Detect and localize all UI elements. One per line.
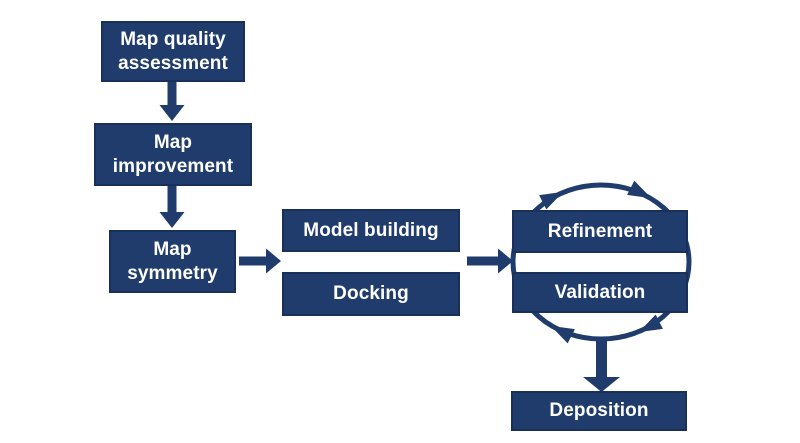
- down-arrow-icon: [159, 186, 185, 228]
- cycle-arrowhead-top-right-icon: [627, 180, 652, 199]
- right-arrow-icon: [239, 248, 281, 274]
- node-map-improvement: Map improvement: [94, 123, 252, 186]
- down-arrow-icon: [583, 340, 620, 392]
- cycle-ellipse: [510, 182, 692, 342]
- node-deposition: Deposition: [511, 391, 687, 431]
- node-model-building: Model building: [282, 209, 460, 252]
- cycle-arrowhead-bottom-left-icon: [550, 325, 575, 344]
- right-arrow-icon: [467, 248, 513, 274]
- node-docking: Docking: [282, 272, 460, 316]
- cycle-arrowhead-bottom-right-icon: [638, 314, 663, 333]
- node-map-symmetry: Map symmetry: [109, 230, 236, 293]
- down-arrow-icon: [159, 82, 185, 121]
- cycle-arrowhead-top-left-icon: [539, 191, 564, 210]
- node-map-quality-assessment: Map quality assessment: [101, 21, 245, 82]
- node-refinement: Refinement: [512, 210, 688, 253]
- node-validation: Validation: [512, 272, 688, 313]
